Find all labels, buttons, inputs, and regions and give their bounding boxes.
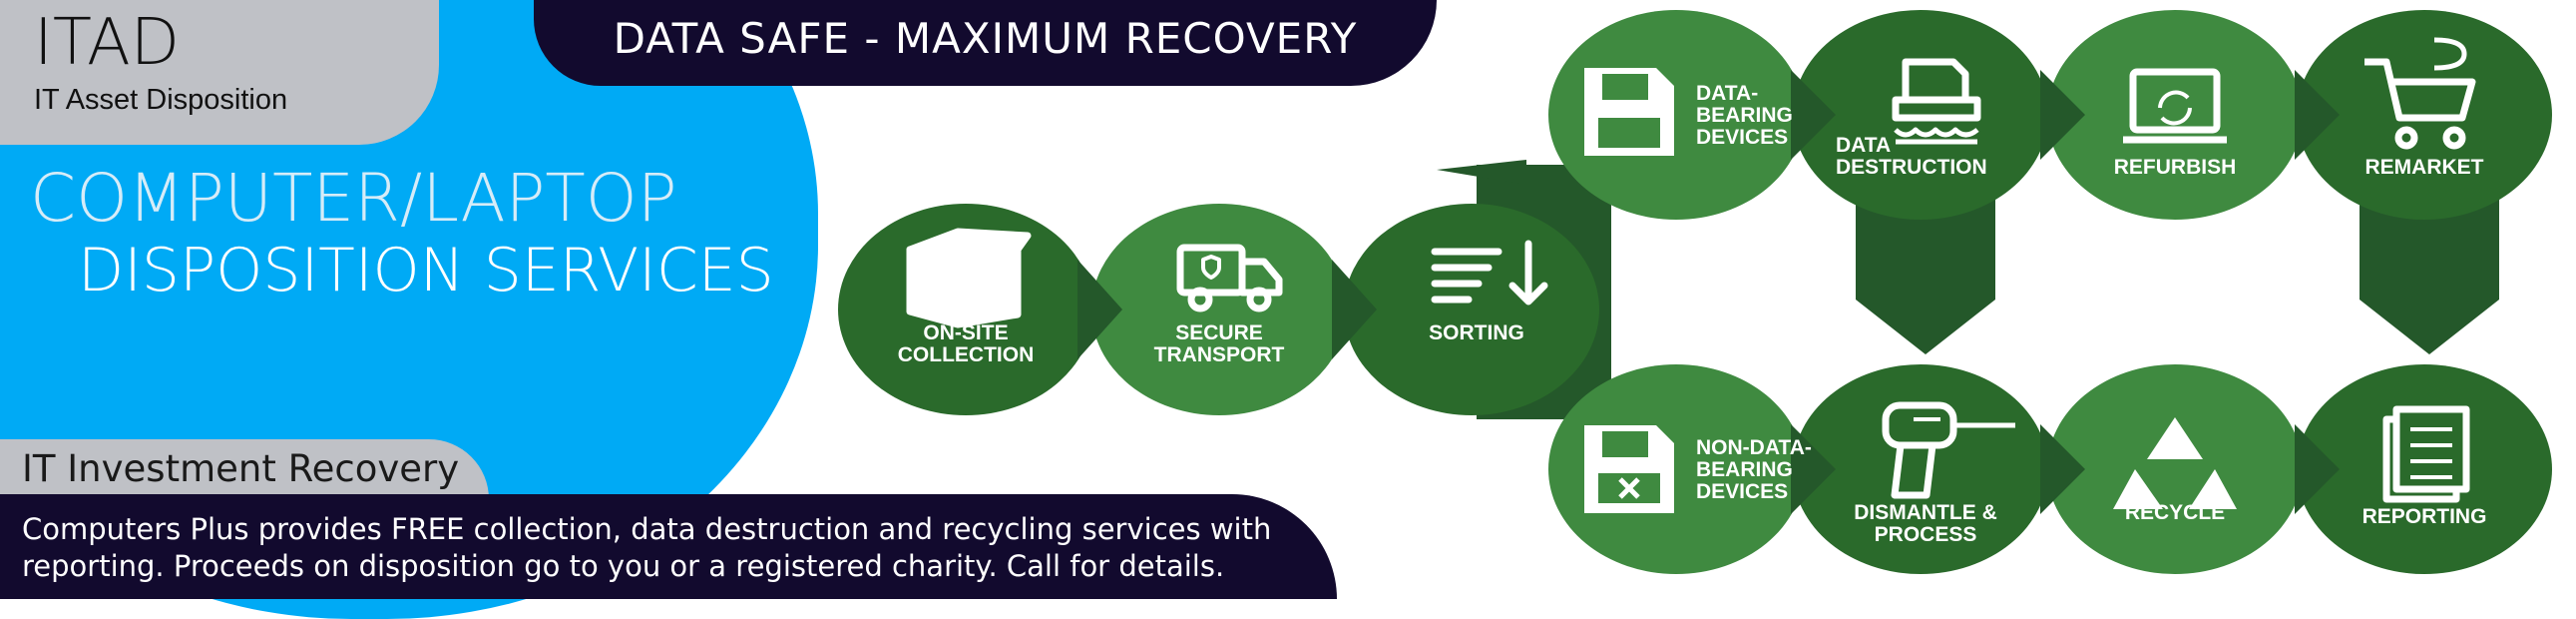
circle-sorting	[1344, 204, 1599, 415]
process-flow-diagram: ON-SITE COLLECTION SECURE TRANSPORT SORT…	[838, 10, 2552, 574]
circle-non-data	[1548, 364, 1804, 574]
circle-data-bearing	[1548, 10, 1804, 220]
sort-icon	[1431, 240, 1548, 306]
title-tab	[0, 0, 439, 145]
refurbish-label: REFURBISH	[2114, 156, 2237, 179]
non-data-label-3: DEVICES	[1696, 480, 1788, 503]
box-icon	[906, 228, 1032, 328]
dismantle-label-2: PROCESS	[1875, 523, 1977, 546]
description-line-2: reporting. Proceeds on disposition go to…	[22, 549, 1225, 583]
laptop-recycle-icon	[2123, 68, 2227, 144]
flow-chevrons	[1077, 70, 2340, 514]
floppy-disk-icon	[1584, 68, 1674, 156]
shredder-icon	[1892, 58, 1981, 145]
circle-refurbish	[2047, 10, 2303, 220]
transport-label-2: TRANSPORT	[1154, 343, 1285, 366]
data-destruction-label-1: DATA	[1836, 134, 1891, 157]
data-bearing-label-3: DEVICES	[1696, 126, 1788, 149]
non-data-label-2: BEARING	[1696, 458, 1793, 481]
description-line-1: Computers Plus provides FREE collection,…	[22, 512, 1272, 546]
remarket-label: REMARKET	[2365, 156, 2484, 179]
top-banner-text: DATA SAFE - MAXIMUM RECOVERY	[613, 14, 1358, 63]
reporting-label: REPORTING	[2362, 505, 2487, 528]
onsite-label-2: COLLECTION	[898, 343, 1035, 366]
onsite-label-1: ON-SITE	[923, 321, 1008, 344]
document-icon	[2382, 405, 2470, 503]
investment-label: IT Investment Recovery	[22, 447, 460, 490]
sorting-label: SORTING	[1429, 321, 1524, 344]
headline-line-1: COMPUTER/LAPTOP	[30, 160, 677, 237]
data-destruction-label-2: DESTRUCTION	[1836, 156, 1987, 179]
recycle-label: RECYCLE	[2125, 501, 2225, 524]
data-bearing-label-1: DATA-	[1696, 82, 1758, 105]
cart-icon	[2364, 37, 2476, 150]
brand-subtitle: IT Asset Disposition	[34, 84, 288, 116]
top-banner	[534, 0, 1437, 86]
brand-title: ITAD	[34, 6, 181, 80]
truck-icon	[1176, 244, 1283, 312]
drill-icon	[1882, 401, 2015, 499]
recycle-icon	[2113, 417, 2237, 509]
circle-recycle	[2047, 364, 2303, 574]
transport-label-1: SECURE	[1175, 321, 1263, 344]
dismantle-label-1: DISMANTLE &	[1854, 501, 1997, 524]
non-data-label-1: NON-DATA-	[1696, 436, 1812, 459]
data-bearing-label-2: BEARING	[1696, 104, 1793, 127]
floppy-disk-x-icon	[1584, 425, 1674, 513]
headline-line-2: DISPOSITION SERVICES	[78, 236, 774, 306]
circle-transport	[1091, 204, 1347, 415]
circle-dismantle	[1793, 364, 2048, 574]
description-panel	[0, 494, 1337, 599]
